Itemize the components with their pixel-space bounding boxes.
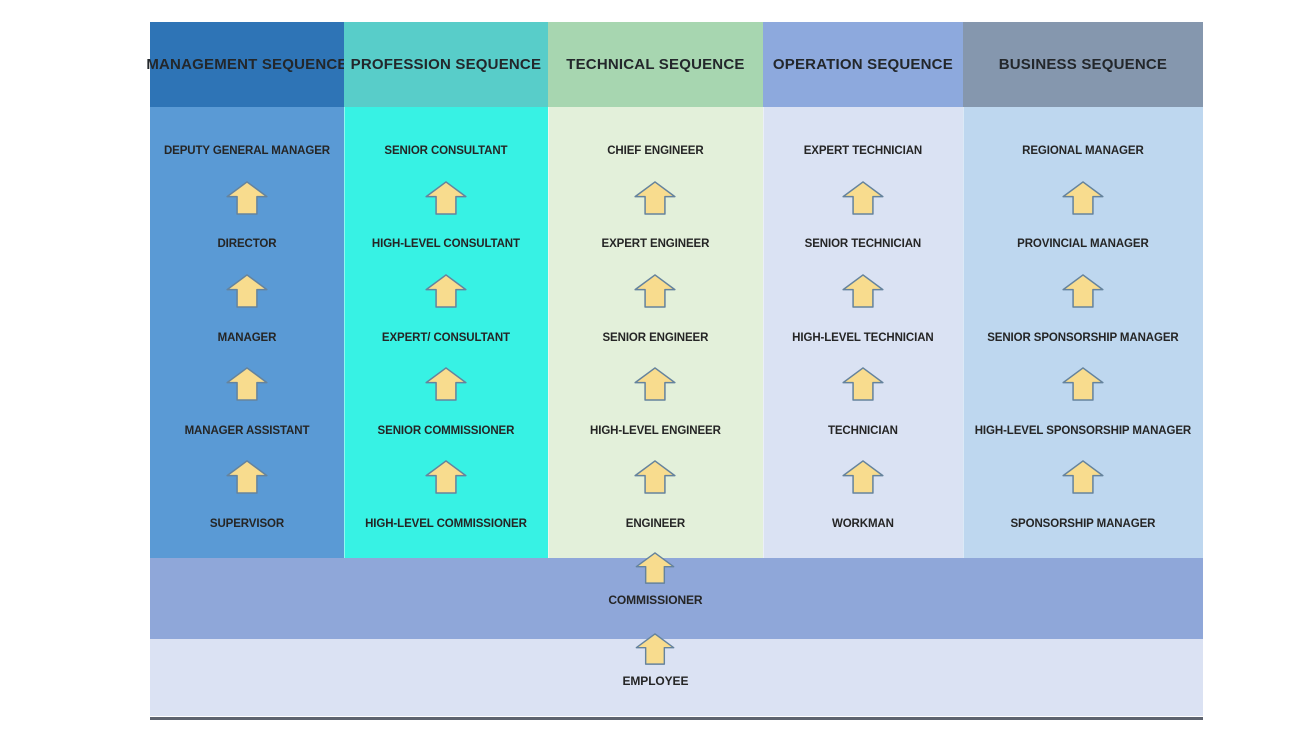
up-arrow-shape (634, 180, 676, 215)
level-label: DIRECTOR (217, 238, 277, 251)
level-label: EXPERT/ CONSULTANT (381, 331, 510, 344)
up-arrow-shape (1062, 180, 1104, 215)
level-label: MANAGER (217, 331, 277, 344)
up-arrow-icon (425, 274, 467, 308)
up-arrow-icon (842, 274, 884, 308)
up-arrow-shape (1062, 274, 1104, 308)
up-arrow-icon (425, 180, 467, 215)
column-body: REGIONAL MANAGER PROVINCIAL MANAGER SENI… (962, 107, 1203, 558)
column-business-sequence: BUSINESS SEQUENCE REGIONAL MANAGER PROVI… (962, 22, 1203, 558)
level-label: HIGH-LEVEL TECHNICIAN (792, 331, 934, 344)
level-label: COMMISSIONER (608, 593, 703, 607)
column-body: DEPUTY GENERAL MANAGER DIRECTOR MANAGER … (150, 107, 344, 558)
up-arrow-shape (226, 274, 268, 308)
up-arrow-icon (226, 460, 268, 495)
up-arrow-icon (226, 180, 268, 215)
level-label: HIGH-LEVEL COMMISSIONER (365, 518, 527, 530)
level-label: SENIOR COMMISSIONER (377, 424, 515, 437)
column-profession-sequence: PROFESSION SEQUENCE SENIOR CONSULTANT HI… (343, 22, 548, 558)
level-label: SENIOR SPONSORSHIP MANAGER (987, 331, 1179, 344)
up-arrow-shape (226, 460, 268, 495)
up-arrow-icon (842, 367, 884, 401)
level-label: SPONSORSHIP MANAGER (1010, 518, 1156, 530)
up-arrow-shape (842, 180, 884, 215)
up-arrow-shape (1062, 460, 1104, 495)
up-arrow-icon (634, 274, 676, 308)
level-label: EMPLOYEE (622, 674, 689, 688)
up-arrow-icon (842, 460, 884, 495)
level-label: HIGH-LEVEL CONSULTANT (371, 238, 520, 251)
column-header: PROFESSION SEQUENCE (343, 22, 548, 107)
column-header: TECHNICAL SEQUENCE (547, 22, 763, 107)
up-arrow-icon (842, 180, 884, 215)
up-arrow-shape (425, 274, 467, 308)
level-label: EXPERT ENGINEER (601, 238, 710, 251)
career-sequence-diagram: MANAGEMENT SEQUENCE DEPUTY GENERAL MANAG… (146, 22, 1203, 720)
employee-band-content: EMPLOYEE (548, 633, 763, 716)
up-arrow-icon (634, 460, 676, 495)
column-header: BUSINESS SEQUENCE (962, 22, 1203, 107)
up-arrow-shape (634, 274, 676, 308)
column-body: CHIEF ENGINEER EXPERT ENGINEER SENIOR EN… (547, 107, 763, 558)
up-arrow-icon (634, 367, 676, 401)
column-management-sequence: MANAGEMENT SEQUENCE DEPUTY GENERAL MANAG… (146, 22, 347, 558)
level-label: PROVINCIAL MANAGER (1017, 238, 1149, 251)
level-label: WORKMAN (831, 518, 894, 530)
up-arrow-shape (842, 367, 884, 401)
up-arrow-icon (634, 180, 676, 215)
up-arrow-icon (425, 460, 467, 495)
level-label: ENGINEER (625, 518, 686, 530)
up-arrow-shape (425, 180, 467, 215)
up-arrow-icon (226, 367, 268, 401)
up-arrow-icon (1062, 180, 1104, 215)
up-arrow-shape (1062, 367, 1104, 401)
column-body: EXPERT TECHNICIAN SENIOR TECHNICIAN HIGH… (762, 107, 963, 558)
up-arrow-shape (425, 460, 467, 495)
up-arrow-icon (636, 552, 675, 584)
column-header: MANAGEMENT SEQUENCE (146, 22, 347, 107)
column-header: OPERATION SEQUENCE (762, 22, 963, 107)
level-label: HIGH-LEVEL SPONSORSHIP MANAGER (974, 424, 1192, 437)
up-arrow-shape (634, 460, 676, 495)
up-arrow-shape (425, 367, 467, 401)
up-arrow-icon (1062, 274, 1104, 308)
employee-band: EMPLOYEE (150, 633, 1203, 716)
level-label: SENIOR TECHNICIAN (804, 238, 922, 251)
up-arrow-icon (226, 274, 268, 308)
level-label: TECHNICIAN (827, 424, 898, 437)
column-technical-sequence: TECHNICAL SEQUENCE CHIEF ENGINEER EXPERT… (547, 22, 763, 558)
level-label: SENIOR ENGINEER (602, 331, 709, 344)
up-arrow-shape (636, 633, 675, 665)
up-arrow-icon (1062, 367, 1104, 401)
up-arrow-shape (226, 367, 268, 401)
up-arrow-icon (636, 633, 675, 665)
level-label: REGIONAL MANAGER (1022, 145, 1144, 157)
level-label: HIGH-LEVEL ENGINEER (590, 424, 721, 437)
level-label: SENIOR CONSULTANT (384, 145, 508, 157)
level-label: EXPERT TECHNICIAN (803, 145, 923, 157)
up-arrow-icon (1062, 460, 1104, 495)
up-arrow-shape (842, 274, 884, 308)
up-arrow-shape (226, 180, 268, 215)
column-operation-sequence: OPERATION SEQUENCE EXPERT TECHNICIAN SEN… (762, 22, 963, 558)
up-arrow-shape (842, 460, 884, 495)
up-arrow-icon (425, 367, 467, 401)
level-label: DEPUTY GENERAL MANAGER (163, 145, 330, 157)
sequence-columns: MANAGEMENT SEQUENCE DEPUTY GENERAL MANAG… (146, 22, 1203, 558)
column-body: SENIOR CONSULTANT HIGH-LEVEL CONSULTANT … (343, 107, 548, 558)
commissioner-band: COMMISSIONER (150, 552, 1203, 639)
level-label: CHIEF ENGINEER (607, 145, 704, 157)
up-arrow-shape (634, 367, 676, 401)
level-label: SUPERVISOR (209, 518, 285, 530)
up-arrow-shape (636, 552, 675, 584)
level-label: MANAGER ASSISTANT (184, 424, 310, 437)
commissioner-band-content: COMMISSIONER (548, 552, 763, 639)
